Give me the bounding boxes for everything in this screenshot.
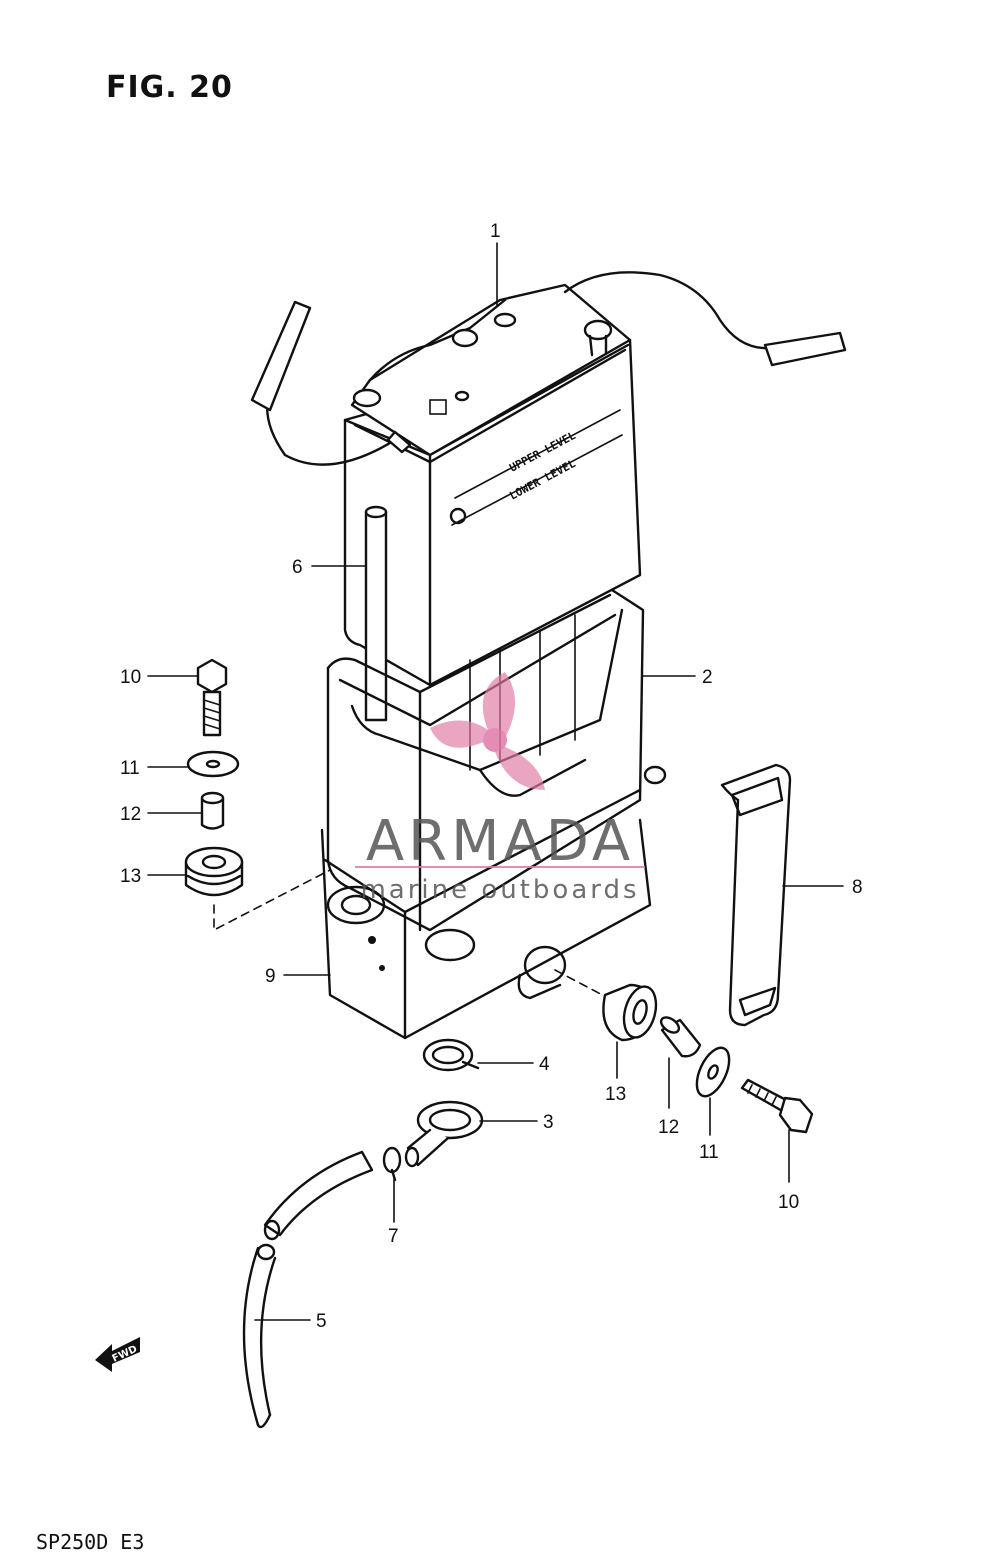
hose-clip-7 (382, 1146, 402, 1182)
fwd-arrow: FWD (95, 1337, 140, 1372)
grommet-left (184, 846, 244, 897)
drain-elbow-3 (404, 1100, 484, 1168)
callout-6: 6 (292, 557, 303, 578)
battery: UPPER LEVEL LOWER LEVEL (250, 271, 847, 687)
collar-right (659, 1016, 702, 1058)
callout-11-right: 11 (699, 1142, 719, 1163)
model-code: SP250D E3 (36, 1530, 145, 1554)
callout-5: 5 (316, 1311, 327, 1332)
grommet-right (602, 983, 658, 1042)
callout-10-right: 10 (778, 1192, 799, 1213)
bolt-right (740, 1078, 814, 1134)
left-hardware (184, 658, 331, 932)
watermark-tagline: marine outboards (360, 875, 639, 905)
callout-1: 1 (490, 221, 501, 242)
propeller-logo (430, 672, 545, 790)
watermark-brand: ARMADA (366, 809, 634, 874)
hose-clip-4 (422, 1038, 480, 1072)
right-hardware (554, 969, 814, 1134)
washer-left (186, 750, 240, 778)
battery-bracket (320, 765, 667, 1040)
collar-left (200, 791, 225, 830)
callout-9: 9 (265, 966, 276, 987)
callout-13-right: 13 (605, 1084, 626, 1105)
callout-12-left: 12 (120, 804, 141, 825)
drain-hose-5 (242, 1150, 374, 1429)
breather-pipe (364, 505, 388, 722)
callout-10-left: 10 (120, 667, 141, 688)
callout-7: 7 (388, 1226, 399, 1247)
washer-right (695, 1046, 731, 1098)
callout-4: 4 (539, 1054, 550, 1075)
callout-8: 8 (852, 877, 863, 898)
callout-11-left: 11 (120, 758, 140, 779)
leader-lines (147, 242, 844, 1321)
armada-watermark: ARMADA marine outboards (355, 672, 645, 905)
callout-2: 2 (702, 667, 713, 688)
callout-12-right: 12 (658, 1117, 679, 1138)
figure-title: FIG. 20 (106, 70, 233, 105)
callout-13-left: 13 (120, 866, 141, 887)
callout-numbers: 1 2 3 4 5 6 7 8 9 10 10 11 11 12 12 13 1… (120, 221, 863, 1332)
bolt-left (196, 658, 228, 737)
callout-3: 3 (543, 1112, 554, 1133)
battery-strap (720, 763, 792, 1027)
